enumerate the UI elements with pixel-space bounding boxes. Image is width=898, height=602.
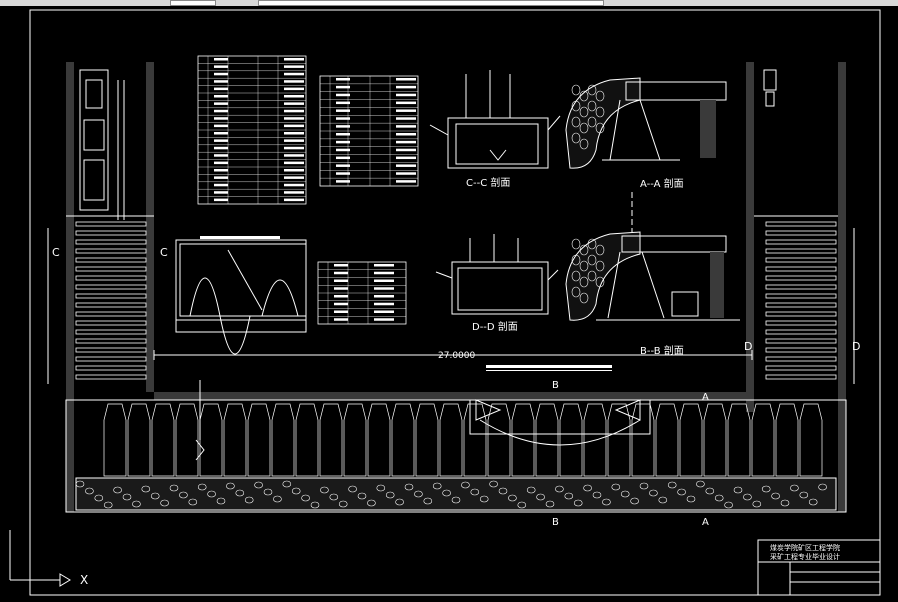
- title-block[interactable]: 煤炭学院矿区工程学院 采矿工程专业毕业设计: [757, 539, 881, 596]
- dimension-line: 27.0000: [153, 350, 753, 371]
- toolbar-field-2[interactable]: [258, 0, 604, 6]
- section-aa-label: A--A 剖面: [640, 177, 684, 190]
- marker-c-right: C: [160, 246, 168, 259]
- axis-x-label: X: [80, 573, 88, 587]
- right-support-ladder: [754, 215, 838, 380]
- marker-a-top: A: [702, 392, 709, 403]
- left-shaft: [66, 62, 154, 512]
- dimension-text: 27.0000: [438, 351, 475, 361]
- top-toolbar-strip: [0, 0, 898, 6]
- marker-c-left: C: [52, 246, 60, 259]
- title-line-1: 煤炭学院矿区工程学院: [770, 543, 840, 552]
- cycle-chart: [175, 236, 307, 355]
- marker-a-bottom: A: [702, 517, 709, 528]
- section-cc: C--C 剖面: [429, 70, 561, 189]
- data-table-3: [317, 261, 407, 325]
- marker-d-right: D: [852, 340, 860, 353]
- marker-b-bottom: B: [552, 517, 559, 528]
- section-bb: B--B 剖面: [565, 231, 740, 357]
- section-cc-label: C--C 剖面: [466, 176, 510, 189]
- right-shaft: [746, 62, 846, 512]
- bottom-roadway: [65, 380, 847, 513]
- title-line-2: 采矿工程专业毕业设计: [770, 552, 840, 561]
- toolbar-field-1[interactable]: [170, 0, 216, 6]
- data-table-2: [319, 75, 419, 187]
- marker-b-top: B: [552, 380, 559, 391]
- section-aa: A--A 剖面: [565, 77, 727, 232]
- ucs-axis-icon: X: [9, 530, 88, 587]
- marker-d-left: D: [744, 340, 752, 353]
- data-table-1: [197, 55, 307, 205]
- section-bb-label: B--B 剖面: [640, 344, 684, 357]
- left-support-ladder: [66, 215, 154, 380]
- section-dd-label: D--D 剖面: [472, 320, 518, 333]
- section-dd: D--D 剖面: [435, 234, 559, 333]
